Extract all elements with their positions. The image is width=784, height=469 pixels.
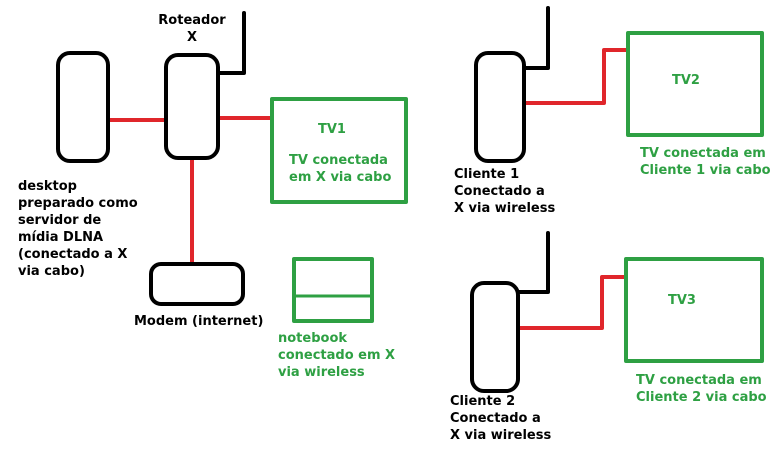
desktop-label: desktop preparado como servidor de mídia… xyxy=(18,179,138,279)
modem-box xyxy=(149,262,245,306)
client2-box xyxy=(470,281,520,393)
cable-client2-tv3 xyxy=(516,275,628,330)
tv2-title: TV2 xyxy=(672,73,700,88)
router-antenna xyxy=(216,11,246,75)
cable-client1-tv2 xyxy=(522,48,630,105)
client1-antenna xyxy=(522,6,550,70)
tv1-description: TV conectada em X via cabo xyxy=(289,153,392,185)
router-box xyxy=(164,53,220,160)
desktop-box xyxy=(56,51,110,163)
client2-label: Cliente 2 Conectado a X via wireless xyxy=(450,394,552,443)
tv3-title: TV3 xyxy=(668,293,696,308)
tv2-box xyxy=(626,31,764,137)
client1-box xyxy=(474,51,526,163)
tv1-box xyxy=(270,97,408,204)
client1-label: Cliente 1 Conectado a X via wireless xyxy=(454,167,556,216)
tv1-title: TV1 xyxy=(318,122,346,137)
notebook-box xyxy=(292,257,374,323)
router-label: Roteador X xyxy=(158,13,226,45)
client2-antenna xyxy=(516,231,550,294)
notebook-label: notebook conectado em X via wireless xyxy=(278,331,396,380)
tv3-box xyxy=(624,257,764,363)
tv3-description: TV conectada em Cliente 2 via cabo xyxy=(636,373,767,405)
modem-label: Modem (internet) xyxy=(134,314,264,329)
tv2-description: TV conectada em Cliente 1 via cabo xyxy=(640,146,771,178)
